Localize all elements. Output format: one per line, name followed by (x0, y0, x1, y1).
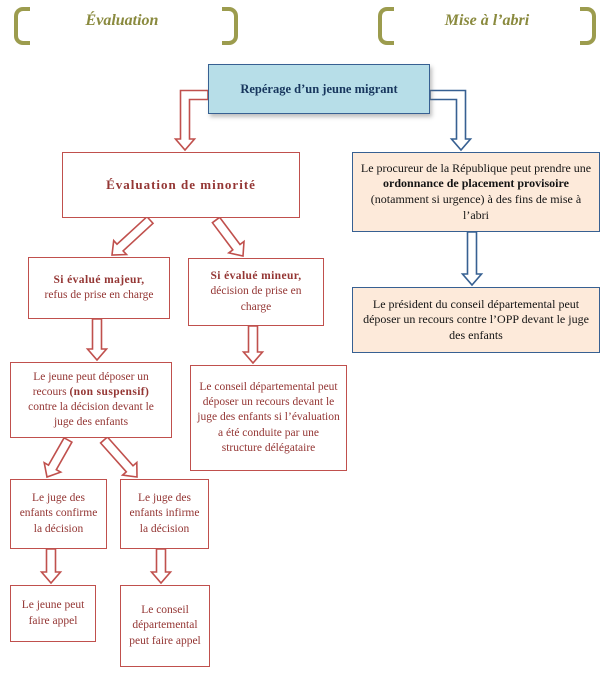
node-reperage: Repérage d’un jeune migrant (208, 64, 430, 114)
node-procureur-opp: Le procureur de la République peut prend… (352, 152, 600, 232)
node-evaluation-minorite: Évaluation de minorité (62, 152, 300, 218)
node-recours-jeune-label: Le jeune peut déposer un recours (non su… (28, 370, 154, 429)
arrow-majeur-to-recours (85, 318, 109, 362)
node-appel-conseil: Le conseil départemental peut faire appe… (120, 585, 210, 667)
right-open-bracket-icon (378, 7, 394, 45)
arrow-confirme-to-appel (39, 548, 63, 585)
node-recours-conseil: Le conseil départemental peut déposer un… (190, 365, 347, 471)
arrow-mineur-to-recours-conseil (241, 325, 265, 365)
node-evalue-majeur: Si évalué majeur,refus de prise en charg… (28, 257, 170, 319)
node-juge-confirme: Le juge des enfants confirme la décision (10, 479, 107, 549)
node-evaluation-minorite-label: Évaluation de minorité (106, 177, 256, 193)
section-label-mise-a-labri: Mise à l’abri (444, 12, 530, 29)
node-appel-jeune: Le jeune peut faire appel (10, 585, 96, 642)
node-recours-jeune: Le jeune peut déposer un recours (non su… (10, 362, 172, 438)
left-open-bracket-icon (14, 7, 30, 45)
section-label-evaluation: Évaluation (85, 12, 159, 29)
node-reperage-label: Repérage d’un jeune migrant (240, 81, 398, 96)
arrow-evaluation-to-mineur (211, 216, 245, 257)
arrow-recours-to-infirme (99, 435, 138, 478)
node-evalue-mineur-label: Si évalué mineur,décision de prise en ch… (210, 270, 302, 313)
node-procureur-opp-label: Le procureur de la République peut prend… (360, 160, 592, 222)
node-juge-infirme: Le juge des enfants infirme la décision (120, 479, 209, 549)
node-evalue-mineur: Si évalué mineur,décision de prise en ch… (188, 258, 324, 326)
arrow-reperage-to-procureur (429, 89, 473, 152)
arrow-infirme-to-appel (149, 548, 173, 585)
node-juge-infirme-label: Le juge des enfants infirme la décision (129, 492, 200, 535)
right-close-bracket-icon (580, 7, 596, 45)
node-evalue-majeur-label: Si évalué majeur,refus de prise en charg… (44, 273, 154, 301)
node-appel-conseil-label: Le conseil départemental peut faire appe… (129, 604, 201, 647)
node-appel-jeune-label: Le jeune peut faire appel (21, 599, 85, 627)
node-juge-confirme-label: Le juge des enfants confirme la décision (19, 492, 98, 535)
left-close-bracket-icon (222, 7, 238, 45)
arrow-recours-to-confirme (43, 436, 73, 479)
arrow-reperage-to-evaluation (173, 89, 209, 152)
arrow-procureur-to-president (460, 231, 484, 287)
node-president-recours-label: Le président du conseil départemental pe… (363, 296, 589, 342)
node-recours-conseil-label: Le conseil départemental peut déposer un… (197, 381, 340, 454)
arrow-evaluation-to-majeur (111, 215, 155, 256)
node-president-recours: Le président du conseil départemental pe… (352, 287, 600, 353)
